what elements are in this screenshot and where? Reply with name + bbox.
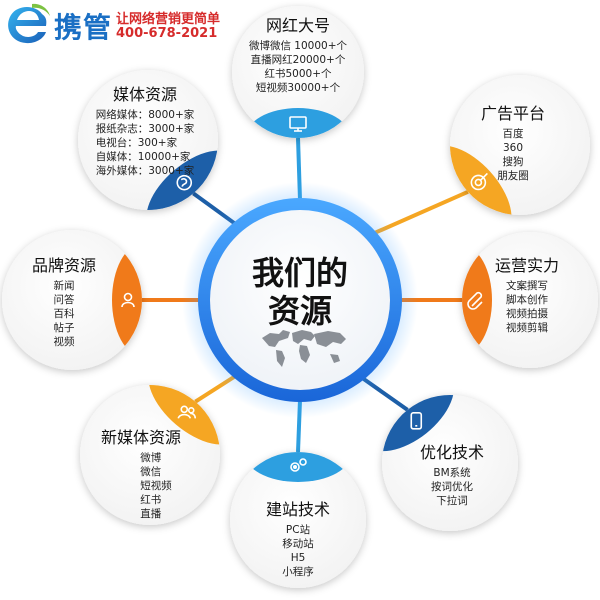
node-item: 问答 xyxy=(53,294,75,306)
node-item: 红书 xyxy=(140,494,162,506)
node-items-media: 网络媒体：8000+家报纸杂志：3000+家电视台：300+家自媒体：10000… xyxy=(96,108,195,178)
node-item: 小程序 xyxy=(282,566,314,578)
node-item: 短视频30000+个 xyxy=(255,82,341,94)
node-tab-influencers xyxy=(245,108,351,138)
node-title-brand: 品牌资源 xyxy=(31,256,96,275)
node-tab-site xyxy=(243,452,353,482)
paperclip-icon xyxy=(467,291,483,310)
node-disc-brand xyxy=(2,230,142,370)
center-title-line1: 我们的 xyxy=(251,254,348,292)
node-item: 新闻 xyxy=(53,280,75,292)
users-icon xyxy=(177,405,197,419)
node-items-ops: 文案撰写脚本创作视频拍摄视频剪辑 xyxy=(462,279,592,335)
node-item: 搜狗 xyxy=(502,156,524,168)
node-site xyxy=(230,452,366,588)
node-title-site: 建站技术 xyxy=(265,500,330,519)
node-disc-influencers xyxy=(232,6,364,138)
node-text-site: 建站技术 PC站移动站 H5 小程序 xyxy=(235,500,361,579)
node-item: 视频剪辑 xyxy=(506,322,548,334)
node-item: 视频拍摄 xyxy=(506,308,548,320)
node-item: 短视频 xyxy=(140,480,172,492)
gears-icon xyxy=(290,458,307,472)
logo-brand: 携管 xyxy=(54,11,113,44)
node-tab-ops xyxy=(462,245,492,355)
node-item: 脚本创作 xyxy=(506,294,548,306)
center-disc xyxy=(210,210,390,390)
monitor-icon xyxy=(289,116,307,132)
node-text-ads: 广告平台百度 360 搜狗朋友圈 xyxy=(448,104,578,183)
node-item: 微博 xyxy=(140,452,162,464)
node-item: 朋友圈 xyxy=(497,170,529,182)
brain-icon xyxy=(176,174,193,191)
node-item: H5 xyxy=(290,552,306,564)
node-brand xyxy=(2,230,142,370)
node-item: 360 xyxy=(502,142,524,154)
center-hub xyxy=(182,182,418,418)
node-item: 下拉词 xyxy=(436,495,468,507)
node-items-influencers: 微博微信 10000+个直播网红20000+个红书5000+个短视频30000+… xyxy=(232,39,364,95)
node-items-ads: 百度 360 搜狗朋友圈 xyxy=(448,127,578,183)
world-map-icon xyxy=(262,330,346,367)
node-text-seo: 优化技术 BM系统按词优化下拉词 xyxy=(392,443,512,508)
node-text-influencers: 网红大号微博微信 10000+个直播网红20000+个红书5000+个短视频30… xyxy=(232,16,364,95)
node-item: 报纸杂志：3000+家 xyxy=(95,123,195,135)
center-title-line2: 资源 xyxy=(267,292,332,330)
logo-slogan: 让网络营销更简单 xyxy=(116,12,221,27)
logo-e-icon xyxy=(8,3,50,44)
node-item: PC站 xyxy=(285,524,311,536)
logo-phone: 400-678-2021 xyxy=(116,26,218,41)
node-items-site: PC站移动站 H5 小程序 xyxy=(235,523,361,579)
node-item: 百度 xyxy=(502,128,524,140)
node-item: 视频 xyxy=(53,336,75,348)
node-items-seo: BM系统按词优化下拉词 xyxy=(392,466,512,508)
node-item: 按词优化 xyxy=(431,481,473,493)
user-icon xyxy=(121,292,135,308)
node-item: 网络媒体：8000+家 xyxy=(95,109,195,121)
node-item: 电视台：300+家 xyxy=(95,137,178,149)
phone-icon xyxy=(410,412,423,430)
node-item: BM系统 xyxy=(433,467,471,479)
node-text-newmedia: 新媒体资源微博微信短视频红书直播 xyxy=(82,428,200,521)
node-tab-brand xyxy=(112,244,142,356)
node-item: 微信 xyxy=(140,466,162,478)
node-disc-ops xyxy=(462,232,598,368)
node-item: 帖子 xyxy=(53,322,75,334)
node-title-ops: 运营实力 xyxy=(494,256,559,275)
node-item: 文案撰写 xyxy=(506,280,548,292)
node-item: 直播 xyxy=(140,508,162,520)
node-title-newmedia: 新媒体资源 xyxy=(100,428,181,447)
node-disc-site xyxy=(230,452,366,588)
node-item: 移动站 xyxy=(282,538,314,550)
node-items-brand: 新闻问答百科帖子视频 xyxy=(0,279,128,349)
node-item: 微博微信 10000+个 xyxy=(248,40,348,52)
node-title-influencers: 网红大号 xyxy=(265,16,330,35)
node-text-media: 媒体资源网络媒体：8000+家报纸杂志：3000+家电视台：300+家自媒体：1… xyxy=(80,85,210,178)
node-title-seo: 优化技术 xyxy=(419,443,484,462)
target-icon xyxy=(470,172,488,191)
node-ops xyxy=(462,232,598,368)
node-title-ads: 广告平台 xyxy=(480,104,545,123)
node-title-media: 媒体资源 xyxy=(112,85,177,104)
node-item: 自媒体：10000+家 xyxy=(95,151,191,163)
logo: 携管 让网络营销更简单 400-678-2021 xyxy=(2,2,242,48)
node-text-brand: 品牌资源新闻问答百科帖子视频 xyxy=(0,256,128,349)
node-influencers xyxy=(232,6,364,138)
node-item: 红书5000+个 xyxy=(264,68,332,80)
node-item: 海外媒体：3000+家 xyxy=(95,165,195,177)
node-items-newmedia: 微博微信短视频红书直播 xyxy=(140,451,172,521)
center-title: 我们的 资源 xyxy=(220,254,380,330)
node-text-ops: 运营实力文案撰写脚本创作视频拍摄视频剪辑 xyxy=(462,256,592,335)
node-item: 百科 xyxy=(53,308,75,320)
node-item: 直播网红20000+个 xyxy=(250,54,346,66)
